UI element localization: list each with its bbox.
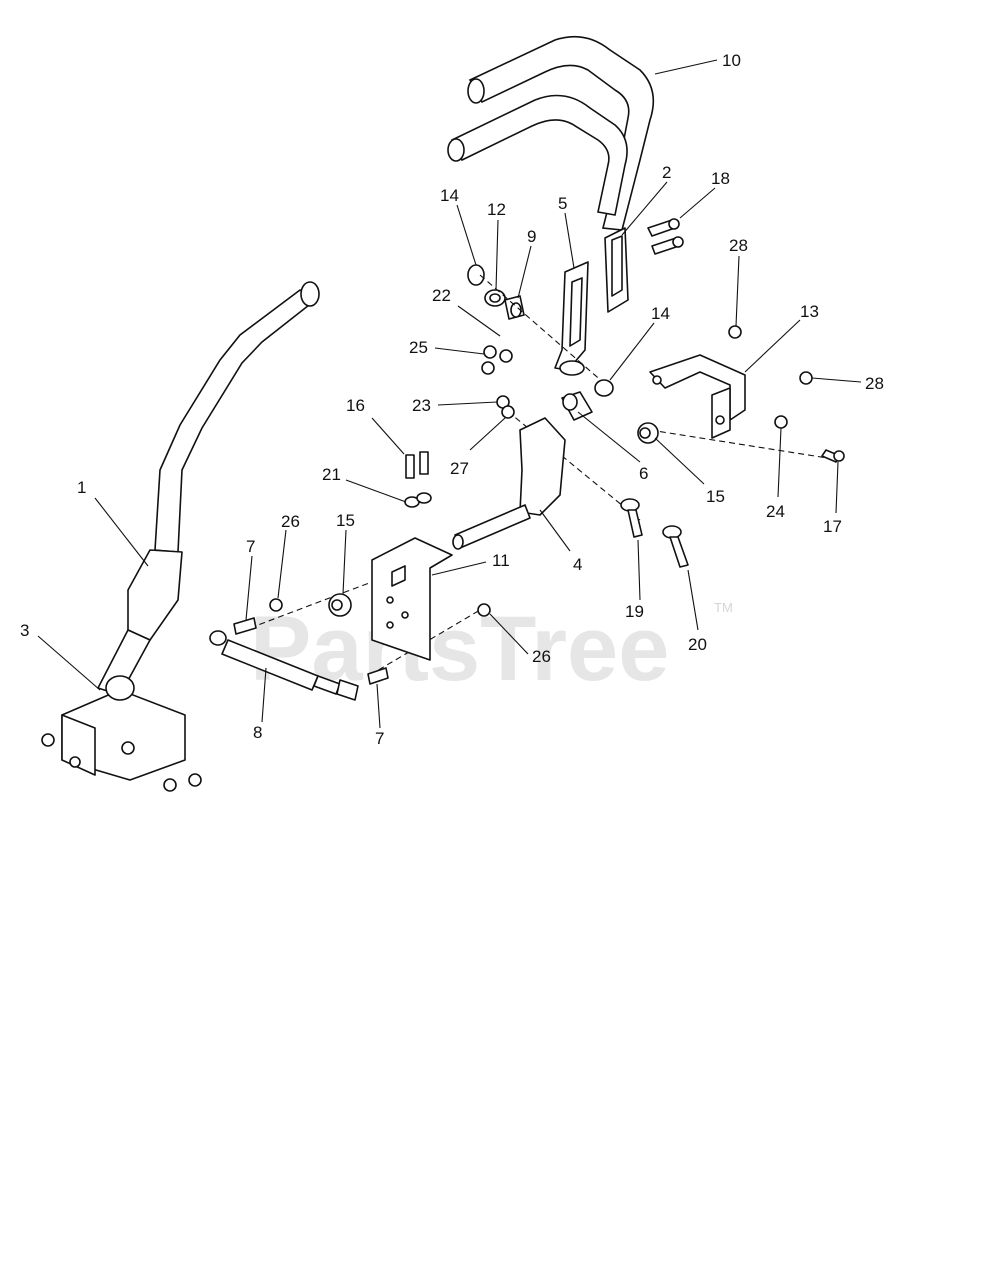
part-12-washer [484, 289, 506, 307]
part-24-nut [774, 415, 788, 429]
part-21-washers [404, 492, 432, 508]
callout-17: 17 [823, 517, 842, 536]
part-11-mount-plate [371, 537, 453, 661]
callout-9: 9 [527, 227, 536, 246]
part-2-bracket [604, 227, 629, 313]
part-14-bushing-upper [467, 264, 485, 286]
callout-8: 8 [253, 723, 262, 742]
part-18-bolts [647, 218, 684, 255]
callout-15: 15 [336, 511, 355, 530]
callout-18: 18 [711, 169, 730, 188]
part-19-bolt [620, 498, 643, 538]
callout-15: 15 [706, 487, 725, 506]
callout-6: 6 [639, 464, 648, 483]
callout-25: 25 [409, 338, 428, 357]
part-16-bolts [405, 451, 429, 479]
part-17-bolt [821, 449, 845, 463]
part-5-arm [554, 261, 589, 376]
callout-10: 10 [722, 51, 741, 70]
callout-23: 23 [412, 396, 431, 415]
callout-26: 26 [532, 647, 551, 666]
callout-27: 27 [450, 459, 469, 478]
callout-19: 19 [625, 602, 644, 621]
part-4-pivot-arm [452, 417, 566, 550]
callout-26: 26 [281, 512, 300, 531]
callout-3: 3 [20, 621, 29, 640]
callout-28: 28 [865, 374, 884, 393]
part-9-spacer [504, 295, 525, 320]
assembly-axis-upper [479, 274, 613, 391]
callout-20: 20 [688, 635, 707, 654]
callout-14: 14 [440, 186, 459, 205]
part-26-nuts [269, 598, 491, 617]
watermark-tm: TM [714, 600, 733, 615]
assembly-axis-right [649, 429, 841, 461]
part-10-handle-bar [447, 35, 655, 231]
callout-14: 14 [651, 304, 670, 323]
part-8-gas-spring [209, 630, 359, 701]
part-22-25-nuts [481, 345, 513, 375]
callout-4: 4 [573, 555, 582, 574]
callout-12: 12 [487, 200, 506, 219]
callout-28: 28 [729, 236, 748, 255]
part-15-bushing-right [637, 422, 659, 444]
part-28-screws [728, 325, 813, 385]
part-20-bolt [662, 525, 689, 568]
part-6-spacer [561, 391, 593, 421]
part-1-lever [97, 281, 320, 696]
callout-13: 13 [800, 302, 819, 321]
callout-5: 5 [558, 194, 567, 213]
callout-24: 24 [766, 502, 785, 521]
part-7-studs [233, 617, 389, 685]
callout-16: 16 [346, 396, 365, 415]
part-14-bushing-lower [594, 379, 614, 397]
callout-21: 21 [322, 465, 341, 484]
callout-2: 2 [662, 163, 671, 182]
part-13-bracket [649, 354, 746, 439]
callout-22: 22 [432, 286, 451, 305]
assembly-axis-mid [499, 404, 641, 521]
part-15-bushing-left [328, 593, 352, 617]
callout-labels: 10 2 18 14 12 9 5 28 13 28 22 25 14 23 1… [20, 51, 884, 748]
callout-7: 7 [375, 729, 384, 748]
part-23-27-nuts [496, 395, 515, 419]
callout-1: 1 [77, 478, 86, 497]
callout-11: 11 [492, 551, 510, 570]
callout-7: 7 [246, 537, 255, 556]
leader-lines [37, 59, 862, 729]
part-3-base [41, 675, 202, 792]
